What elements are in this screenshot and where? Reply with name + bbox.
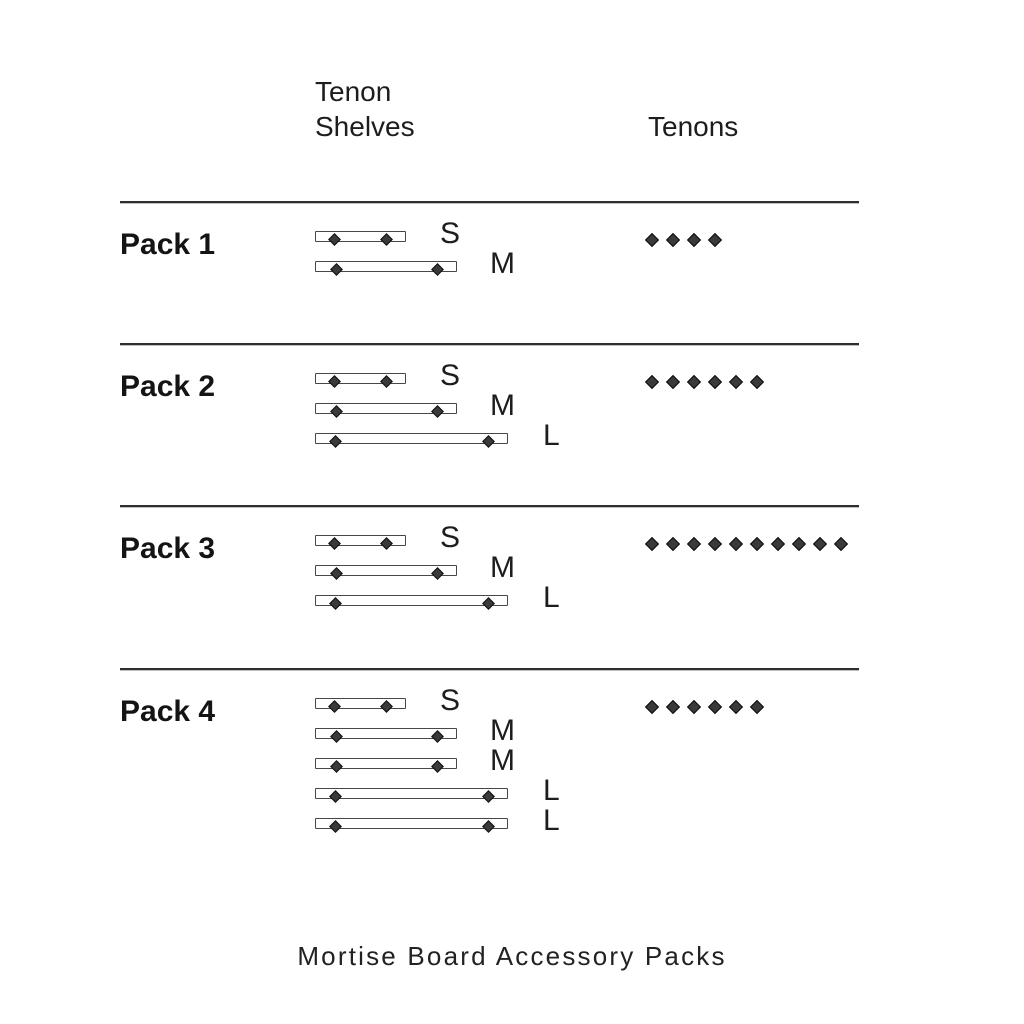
tenon-diamond xyxy=(770,536,786,552)
tenon-diamond xyxy=(644,374,660,390)
shelf-size-label: S xyxy=(440,521,461,554)
diagram-title: Mortise Board Accessory Packs xyxy=(297,941,727,971)
tenon-diamond xyxy=(749,374,765,390)
shelf-tenon-peg xyxy=(327,537,341,550)
shelf-bar-l xyxy=(315,595,508,606)
shelf-bar-l xyxy=(315,818,508,829)
tenon-diamond xyxy=(644,232,660,248)
pack-label: Pack 1 xyxy=(120,228,216,261)
shelf-size-label: L xyxy=(543,581,560,614)
shelf-bar-m xyxy=(315,565,457,576)
tenon-diamond xyxy=(833,536,849,552)
shelf-tenon-peg xyxy=(481,820,495,833)
shelf-size-label: L xyxy=(543,804,560,837)
shelf-tenon-peg xyxy=(328,435,342,448)
shelf-tenon-peg xyxy=(327,700,341,713)
shelves-column-header: Tenon Shelves xyxy=(315,76,415,142)
pack-label: Pack 3 xyxy=(120,532,216,565)
tenon-diamond xyxy=(644,699,660,715)
pack-label: Pack 2 xyxy=(120,370,216,403)
shelf-tenon-peg xyxy=(329,730,343,743)
shelf-size-label: M xyxy=(490,247,515,280)
tenon-diamond xyxy=(812,536,828,552)
shelf-size-label: M xyxy=(490,389,515,422)
shelf-size-label: L xyxy=(543,419,560,452)
shelf-bar-m xyxy=(315,728,457,739)
shelf-size-label: S xyxy=(440,684,461,717)
tenon-diamond xyxy=(749,699,765,715)
shelf-bar-m xyxy=(315,261,457,272)
shelf-size-label: S xyxy=(440,359,461,392)
shelf-tenon-peg xyxy=(379,537,393,550)
shelf-bar-m xyxy=(315,758,457,769)
shelf-bar-l xyxy=(315,433,508,444)
shelf-bar-s xyxy=(315,535,406,546)
shelf-tenon-peg xyxy=(430,760,444,773)
shelf-tenon-peg xyxy=(379,700,393,713)
tenon-diamond xyxy=(728,374,744,390)
tenon-diamond xyxy=(707,374,723,390)
shelf-size-label: L xyxy=(543,774,560,807)
shelf-tenon-peg xyxy=(327,233,341,246)
shelf-tenon-peg xyxy=(379,375,393,388)
shelf-bar-s xyxy=(315,698,406,709)
shelf-tenon-peg xyxy=(328,790,342,803)
tenon-diamond xyxy=(707,699,723,715)
tenon-diamond xyxy=(791,536,807,552)
tenon-diamond xyxy=(686,699,702,715)
tenon-diamond xyxy=(707,536,723,552)
shelf-tenon-peg xyxy=(430,730,444,743)
shelf-size-label: M xyxy=(490,714,515,747)
tenon-diamond xyxy=(665,374,681,390)
row-divider xyxy=(120,668,859,671)
shelf-tenon-peg xyxy=(481,597,495,610)
tenon-diamond xyxy=(686,374,702,390)
shelf-bar-s xyxy=(315,231,406,242)
tenon-diamond xyxy=(728,536,744,552)
shelf-tenon-peg xyxy=(430,405,444,418)
shelf-tenon-peg xyxy=(328,820,342,833)
shelf-tenon-peg xyxy=(329,405,343,418)
shelf-tenon-peg xyxy=(329,760,343,773)
tenon-diamond xyxy=(665,699,681,715)
tenon-diamond xyxy=(728,699,744,715)
shelf-bar-s xyxy=(315,373,406,384)
shelf-tenon-peg xyxy=(481,435,495,448)
row-divider xyxy=(120,201,859,204)
shelf-tenon-peg xyxy=(329,567,343,580)
tenon-diamond xyxy=(749,536,765,552)
tenon-diamond xyxy=(686,232,702,248)
pack-label: Pack 4 xyxy=(120,695,216,728)
shelf-bar-l xyxy=(315,788,508,799)
tenons-column-header: Tenons xyxy=(648,111,739,142)
shelf-bar-m xyxy=(315,403,457,414)
tenon-diamond xyxy=(665,232,681,248)
tenon-diamond xyxy=(665,536,681,552)
shelf-tenon-peg xyxy=(327,375,341,388)
shelf-tenon-peg xyxy=(329,263,343,276)
shelf-size-label: S xyxy=(440,217,461,250)
shelf-tenon-peg xyxy=(379,233,393,246)
shelf-tenon-peg xyxy=(481,790,495,803)
shelf-tenon-peg xyxy=(430,567,444,580)
tenon-diamond xyxy=(644,536,660,552)
row-divider xyxy=(120,505,859,508)
row-divider xyxy=(120,343,859,346)
shelf-tenon-peg xyxy=(328,597,342,610)
tenon-diamond xyxy=(686,536,702,552)
shelf-size-label: M xyxy=(490,744,515,777)
shelf-size-label: M xyxy=(490,551,515,584)
tenon-diamond xyxy=(707,232,723,248)
shelf-tenon-peg xyxy=(430,263,444,276)
